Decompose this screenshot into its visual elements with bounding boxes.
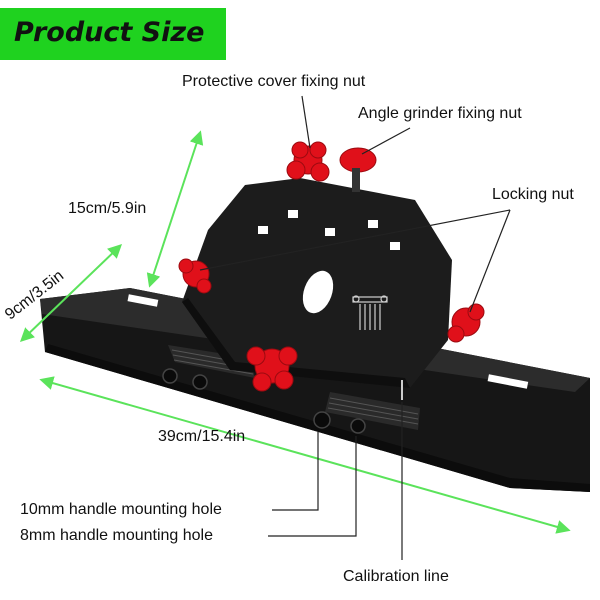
leader-hole-8mm [268,436,357,537]
mounting-hole [313,411,331,429]
label-length-dimension: 39cm/15.4in [158,428,246,445]
protective-cover-knob [286,141,330,182]
plate-hole [390,242,400,250]
label-height-dimension: 15cm/5.9in [68,200,147,217]
plate-hole [325,228,335,236]
label-angle-grinder-nut: Angle grinder fixing nut [358,105,522,122]
callout-lines [199,95,511,560]
label-locking-nut: Locking nut [492,186,574,203]
locking-knob-right [447,303,485,343]
depth-arrow [19,244,123,342]
product-size-banner: Product Size [0,8,226,60]
mounting-hole [350,418,366,434]
leader-locking-right [469,209,511,313]
plate-hole [368,220,378,228]
banner-title: Product Size [14,17,205,48]
dimension-arrows [19,130,571,534]
leader-hole-10mm [272,432,319,511]
mounting-hole [162,368,178,384]
label-protective-cover-nut: Protective cover fixing nut [182,73,366,90]
label-calibration-line: Calibration line [343,568,449,585]
plate-hole [288,210,298,218]
base-slot-left [127,294,159,307]
leader-angle-grinder [361,127,411,155]
brand-logo [352,295,388,330]
height-arrow [146,130,204,288]
leader-protective-cover [301,95,311,149]
center-slot [302,270,334,314]
plate-hole [258,226,268,234]
label-8mm-hole: 8mm handle mounting hole [20,527,214,544]
angle-grinder-knob [339,147,377,192]
mounting-hole [192,374,208,390]
leader-locking-left [199,209,511,271]
label-10mm-hole: 10mm handle mounting hole [20,501,222,518]
guide-plate [182,178,452,388]
length-arrow [39,376,571,534]
